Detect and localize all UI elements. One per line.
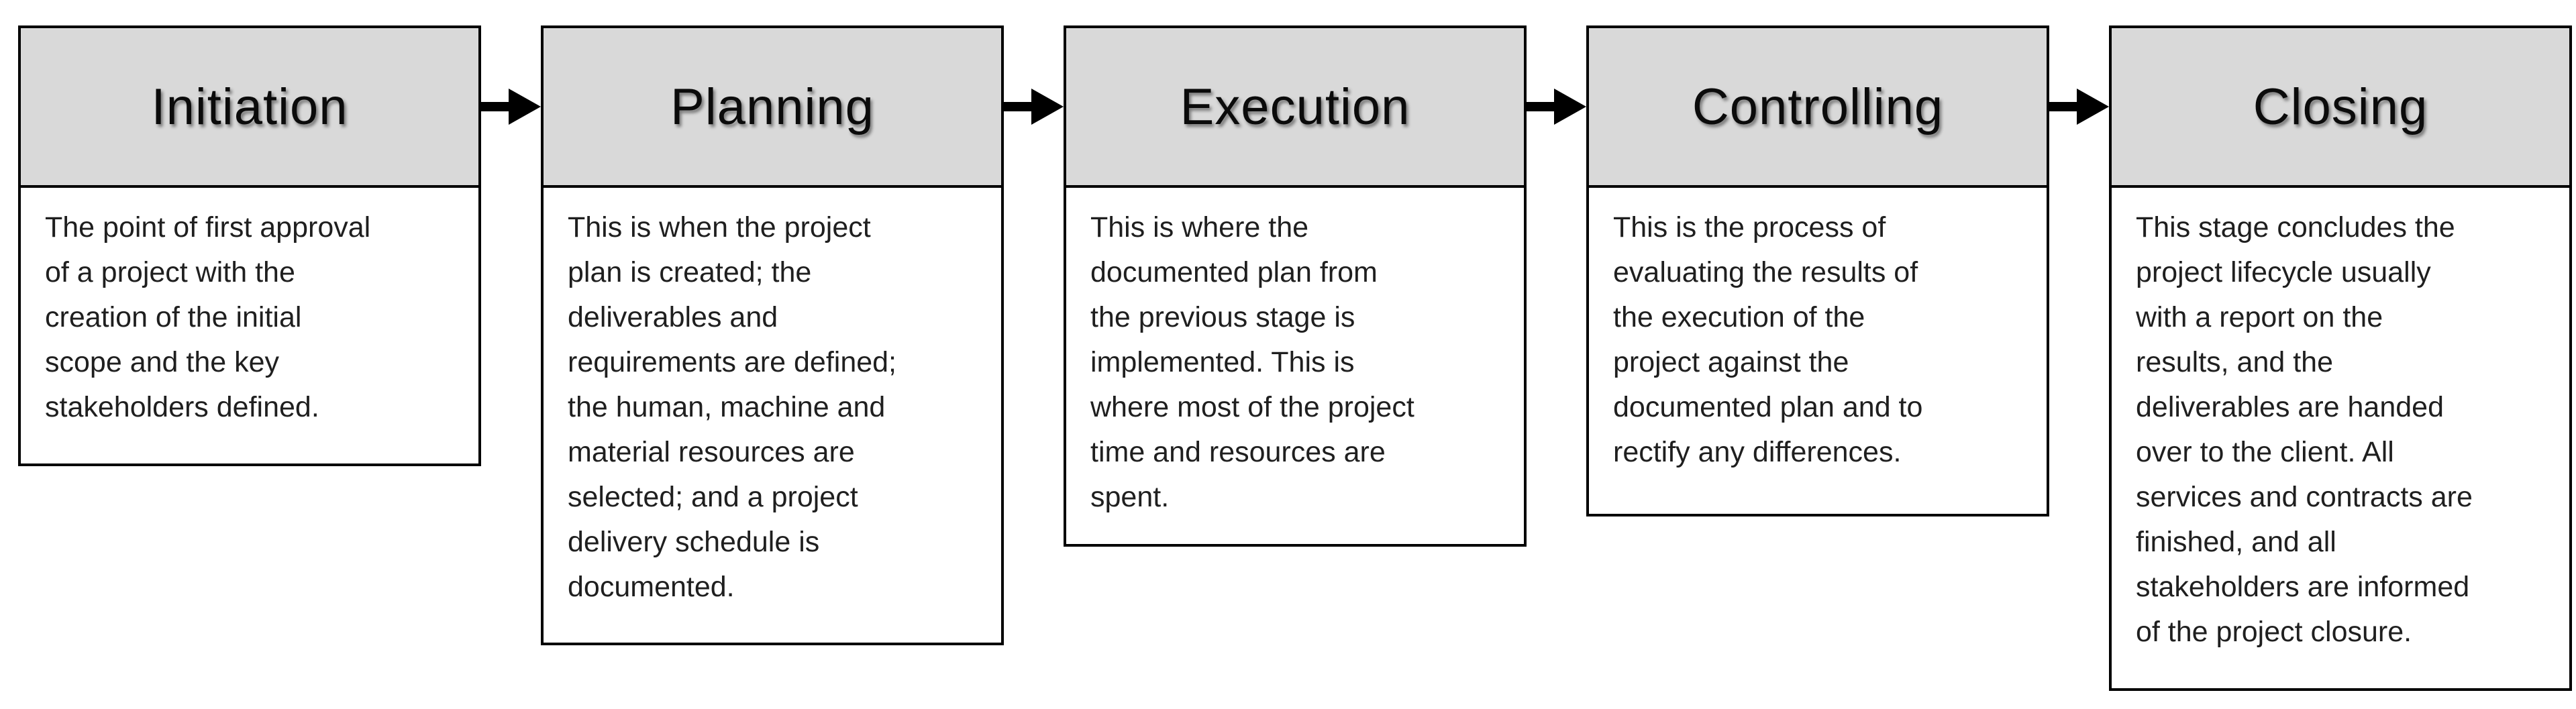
stage-description-initiation: The point of first approval of a project… [18,188,481,466]
stage-description-controlling: This is the process of evaluating the re… [1586,188,2049,516]
arrow-head [509,89,541,125]
arrow-right-icon [2049,89,2109,125]
stage-controlling: Controlling This is the process of evalu… [1586,25,2049,516]
stage-title-initiation: Initiation [151,78,348,135]
stage-description-closing: This stage concludes the project lifecyc… [2109,188,2572,691]
connector-gap-4 [2049,25,2109,188]
stage-execution: Execution This is where the documented p… [1064,25,1527,547]
connector-gap-1 [481,25,541,188]
arrow-shaft [2049,102,2077,111]
stage-title-closing: Closing [2253,78,2428,135]
arrow-right-icon [1004,89,1064,125]
stage-description-execution: This is where the documented plan from t… [1064,188,1527,547]
stage-title-planning: Planning [670,78,874,135]
arrow-shaft [481,102,509,111]
stage-header-closing: Closing [2109,25,2572,188]
stage-header-initiation: Initiation [18,25,481,188]
stage-closing: Closing This stage concludes the project… [2109,25,2572,691]
arrow-right-icon [1527,89,1586,125]
stage-planning: Planning This is when the project plan i… [541,25,1004,645]
arrow-head [1031,89,1064,125]
arrow-right-icon [481,89,541,125]
arrow-head [1554,89,1586,125]
stage-description-planning: This is when the project plan is created… [541,188,1004,645]
connector-gap-2 [1004,25,1064,188]
stage-title-execution: Execution [1180,78,1410,135]
connector-gap-3 [1527,25,1586,188]
stage-title-controlling: Controlling [1692,78,1944,135]
stage-header-planning: Planning [541,25,1004,188]
arrow-shaft [1004,102,1031,111]
arrow-shaft [1527,102,1554,111]
arrow-head [2077,89,2109,125]
stage-initiation: Initiation The point of first approval o… [18,25,481,466]
stage-header-execution: Execution [1064,25,1527,188]
stage-header-controlling: Controlling [1586,25,2049,188]
project-lifecycle-diagram: Initiation The point of first approval o… [18,25,2572,691]
